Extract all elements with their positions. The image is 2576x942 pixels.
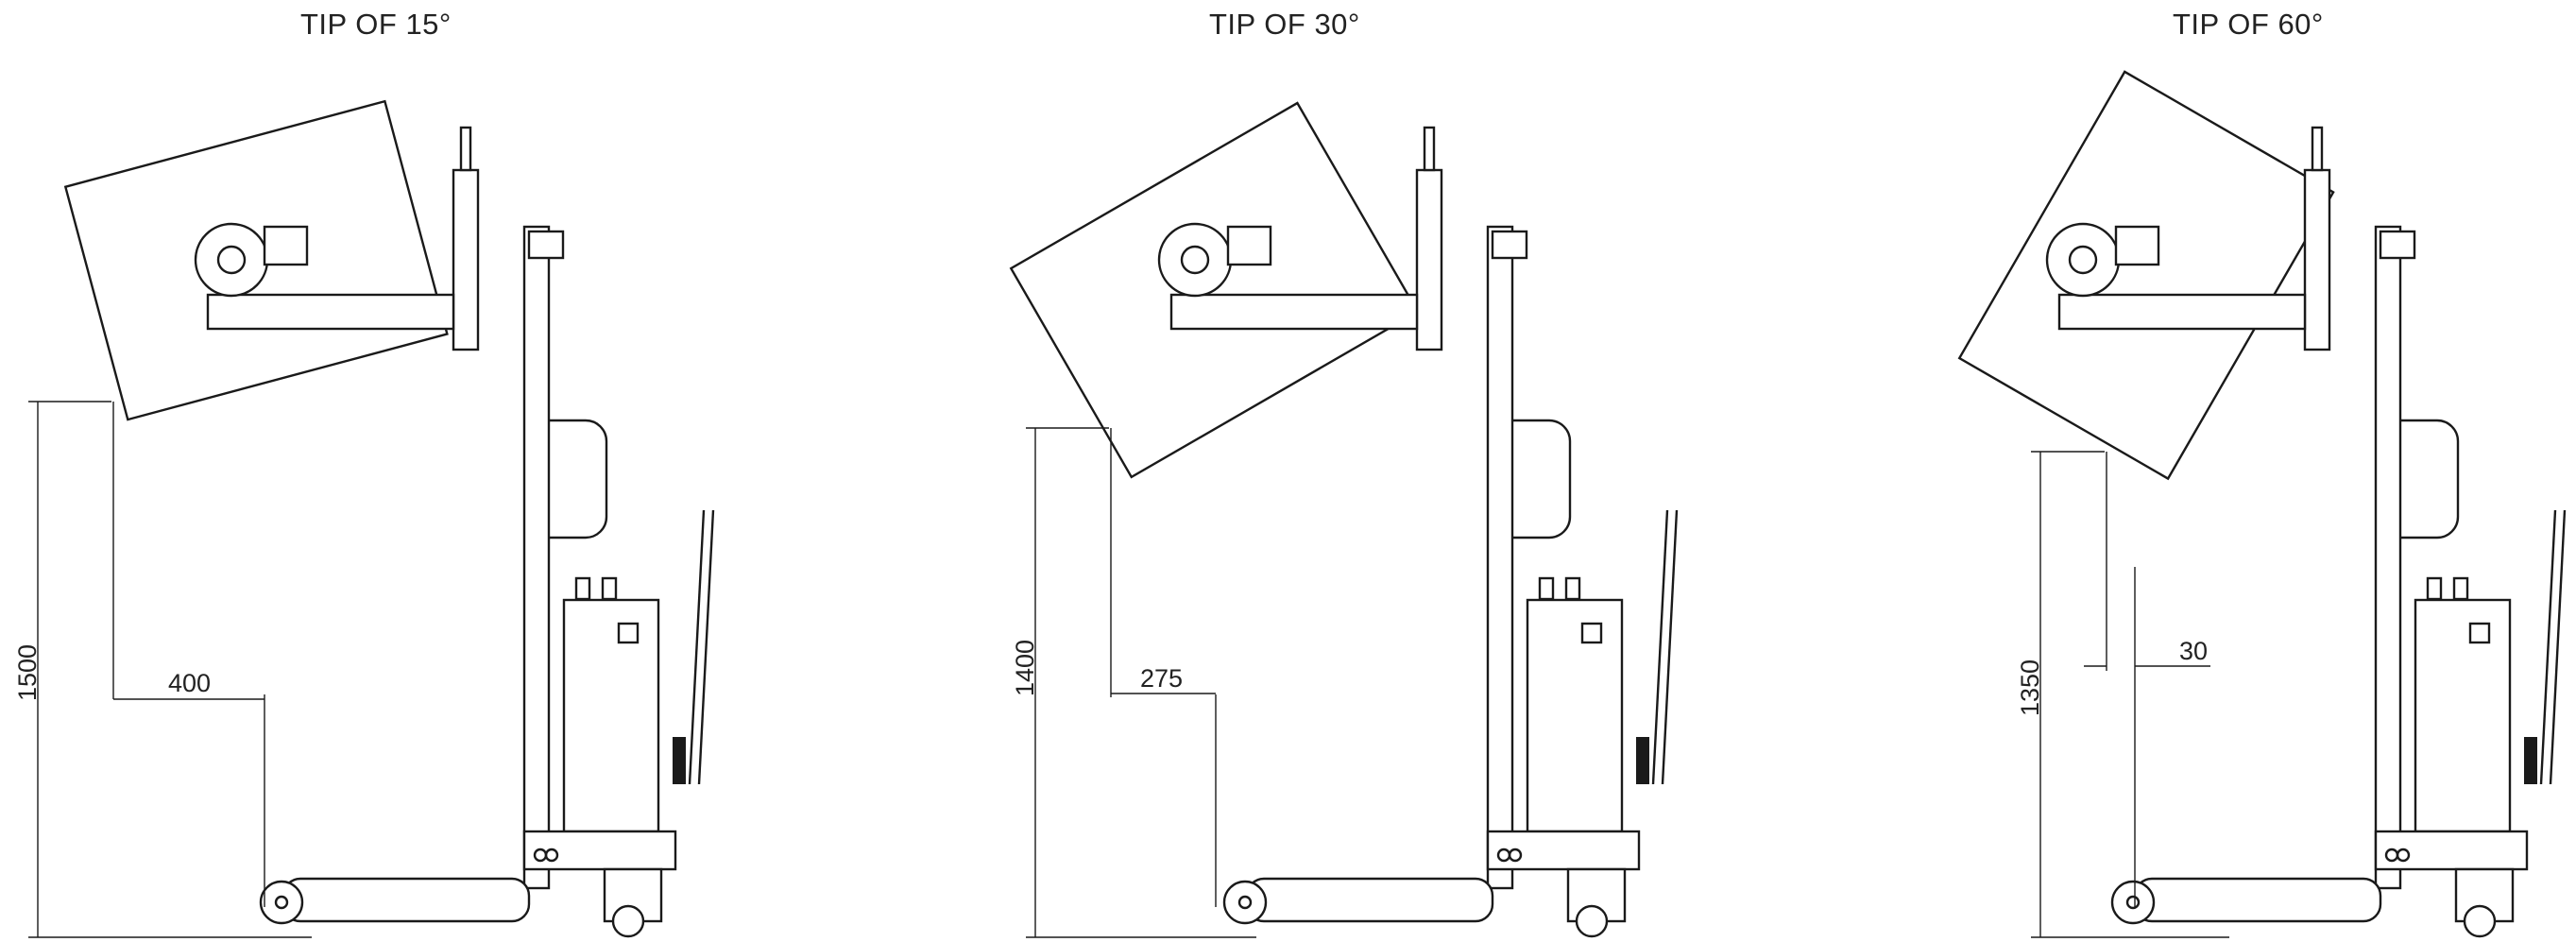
gear-shaft <box>2068 245 2098 275</box>
dimension-lines <box>28 401 312 938</box>
motor-housing <box>263 225 309 266</box>
front-wheel <box>1222 880 1268 925</box>
horizontal-dimension-label: 275 <box>1140 664 1184 693</box>
box-label <box>1580 622 1603 644</box>
pump-handle <box>2539 509 2557 785</box>
knob <box>1538 576 1555 601</box>
mast <box>1486 225 1514 890</box>
knob <box>574 576 591 601</box>
arm <box>2057 293 2307 331</box>
rear-wheel <box>611 904 645 938</box>
horizontal-dimension-label: 30 <box>2179 637 2209 665</box>
mast-cap <box>2379 230 2416 260</box>
battery-box <box>1526 598 1624 833</box>
mast-cap <box>1491 230 1528 260</box>
front-wheel <box>259 880 304 925</box>
dimension-lines <box>1026 427 1256 938</box>
arm <box>1169 293 1419 331</box>
knob <box>601 576 618 601</box>
front-wheel-hub <box>1237 895 1253 910</box>
gear-motor <box>194 222 269 298</box>
knob <box>2452 576 2469 601</box>
leg <box>2133 877 2382 923</box>
top-pin <box>459 126 472 172</box>
rear-wheel <box>1575 904 1609 938</box>
box-label <box>617 622 640 644</box>
gear-motor <box>1157 222 1233 298</box>
bolt <box>1508 848 1523 863</box>
panel-tip-15: TIP OF 15° 1500 400 <box>0 0 859 942</box>
gear-motor <box>2045 222 2121 298</box>
panel-title: TIP OF 15° <box>300 8 452 41</box>
grip-handle <box>1511 419 1572 540</box>
knob <box>1564 576 1581 601</box>
machine-body <box>1157 126 1679 938</box>
tipping-machine-drawing <box>1009 101 1679 938</box>
panel-title: TIP OF 30° <box>1209 8 1360 41</box>
battery-box <box>562 598 660 833</box>
box-label <box>2468 622 2491 644</box>
motor-housing <box>1226 225 1272 266</box>
machine-body <box>2045 126 2567 938</box>
height-dimension-label: 1400 <box>1011 639 1039 696</box>
grip-handle <box>548 419 608 540</box>
leg <box>281 877 531 923</box>
leg <box>1245 877 1494 923</box>
mast-cap <box>527 230 565 260</box>
dimension-lines <box>2031 451 2229 938</box>
height-dimension-label: 1500 <box>13 643 42 701</box>
top-pin <box>2311 126 2324 172</box>
mast <box>522 225 551 890</box>
bolt <box>544 848 559 863</box>
carriage <box>1415 168 1443 351</box>
panel-title: TIP OF 60° <box>2173 8 2324 41</box>
panel-tip-30: TIP OF 30° 1400 275 <box>982 0 1841 942</box>
pump-handle <box>1651 509 1669 785</box>
panel-tip-60: TIP OF 60° 1350 30 <box>1918 0 2576 942</box>
tipping-machine-drawing <box>28 99 715 938</box>
gear-shaft <box>1180 245 1210 275</box>
machine-body <box>194 126 715 938</box>
arm <box>206 293 455 331</box>
rear-wheel <box>2463 904 2497 938</box>
hopper <box>1957 70 2335 481</box>
top-pin <box>1423 126 1436 172</box>
tipping-machine-drawing <box>1957 70 2567 938</box>
carriage <box>2303 168 2331 351</box>
gear-shaft <box>216 245 247 275</box>
motor-housing <box>2114 225 2160 266</box>
pump-handle-edge <box>1661 509 1679 785</box>
front-wheel <box>2110 880 2156 925</box>
spring <box>1636 737 1649 784</box>
spring <box>2524 737 2537 784</box>
height-dimension-label: 1350 <box>2016 659 2044 716</box>
spring <box>673 737 686 784</box>
pump-handle-edge <box>2549 509 2567 785</box>
mast <box>2374 225 2402 890</box>
battery-box <box>2414 598 2512 833</box>
front-wheel-hub <box>2125 895 2141 910</box>
bolt <box>2396 848 2411 863</box>
knob <box>2426 576 2443 601</box>
pump-handle-edge <box>697 509 715 785</box>
base-plate <box>2374 830 2529 871</box>
pump-handle <box>688 509 706 785</box>
grip-handle <box>2399 419 2460 540</box>
front-wheel-hub <box>274 895 289 910</box>
horizontal-dimension-label: 400 <box>168 669 212 697</box>
carriage <box>452 168 480 351</box>
